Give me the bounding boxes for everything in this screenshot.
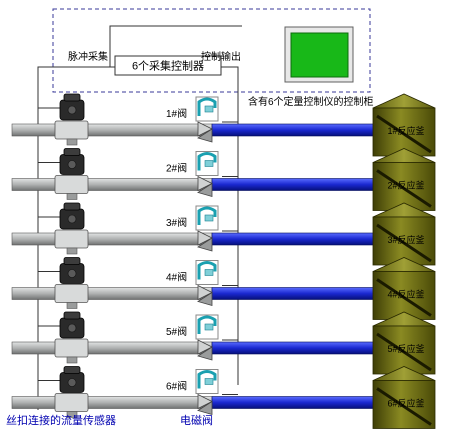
valve-body: [197, 393, 213, 410]
grey-pipe: [11, 232, 213, 246]
valve-caption: 电磁阀: [180, 413, 213, 427]
grey-pipe: [11, 178, 213, 191]
valve-body: [197, 121, 213, 137]
sensor-flange: [54, 393, 89, 412]
valve-label: 1#阀: [166, 107, 187, 120]
process-row: 5#阀 5#反应釜: [11, 311, 436, 375]
sensor-dial: [67, 214, 77, 224]
controller-label: 6个采集控制器: [132, 59, 204, 73]
valve-body: [197, 175, 213, 192]
tank-ladder: [376, 278, 432, 317]
sensor-base: [66, 138, 78, 146]
tank-label: 5#反应釜: [387, 343, 424, 354]
valve-label: 4#阀: [166, 271, 187, 284]
valve-flange: [197, 182, 213, 198]
solenoid-core: [204, 160, 214, 167]
tank-label: 4#反应釜: [387, 289, 424, 300]
blue-pipe: [211, 341, 388, 355]
valve-label: 6#阀: [166, 380, 187, 393]
valve-flange: [197, 400, 213, 416]
process-row: 1#阀 1#反应釜: [11, 93, 436, 157]
sensor-cap: [63, 257, 81, 265]
solenoid-core: [204, 323, 214, 331]
solenoid-core: [204, 269, 214, 276]
grey-pipe: [11, 123, 213, 137]
solenoid-valve-icon: [197, 97, 217, 116]
sensor-base: [66, 247, 78, 255]
tank-label: 3#反应釜: [387, 234, 424, 245]
valve-flange: [197, 291, 213, 307]
sensor-cap: [63, 93, 81, 102]
process-rows: 1#阀 1#反应釜 2#阀 2#反应釜 3#阀 3#反应釜 4#阀 4#反应釜 5#阀 5#反应釜…: [11, 93, 436, 429]
solenoid-valve-icon: [197, 152, 217, 171]
valve-body: [197, 339, 213, 355]
blue-pipe: [211, 396, 388, 409]
solenoid-core: [204, 105, 214, 113]
valve-label: 2#阀: [166, 162, 187, 175]
process-row: 4#阀 4#反应釜: [11, 257, 436, 320]
tank-ladder: [376, 114, 432, 154]
sensor-cap: [63, 311, 81, 320]
sensor-dial: [67, 378, 77, 387]
tank-ladder: [376, 332, 432, 372]
sensor-flange: [54, 175, 89, 194]
sensor-flange: [54, 338, 89, 358]
pulse-collect-label: 脉冲采集: [68, 50, 108, 63]
solenoid-valve-icon: [197, 206, 217, 225]
sensor-flange: [54, 229, 89, 249]
sensor-flange: [54, 284, 89, 303]
control-cabinet-border: [52, 8, 371, 93]
blue-pipe: [211, 123, 388, 137]
valve-body: [197, 230, 213, 246]
sensor-base: [66, 193, 78, 200]
sensor-dial: [67, 323, 77, 333]
tank-label: 1#反应釜: [387, 125, 424, 136]
grey-pipe: [11, 287, 213, 300]
grey-pipe: [11, 396, 213, 409]
sensor-cap: [63, 148, 81, 156]
solenoid-core: [204, 214, 214, 222]
sensor-base: [66, 302, 78, 309]
solenoid-valve-icon: [197, 315, 217, 334]
sensor-caption: 丝扣连接的流量传感器: [6, 413, 116, 427]
process-row: 6#阀 6#反应釜: [11, 366, 436, 429]
tank-ladder: [376, 387, 432, 426]
tank-label: 6#反应釜: [387, 398, 424, 409]
blue-pipe: [211, 178, 388, 191]
tank-ladder: [376, 169, 432, 208]
solenoid-core: [204, 378, 214, 385]
process-row: 3#阀 3#反应釜: [11, 202, 436, 266]
valve-body: [197, 284, 213, 301]
tank-label: 2#反应釜: [387, 180, 424, 191]
valve-flange: [197, 237, 213, 252]
green-screen-icon: [290, 32, 349, 78]
sensor-base: [66, 411, 78, 418]
valve-flange: [197, 128, 213, 143]
sensor-cap: [63, 366, 81, 374]
process-row: 2#阀 2#反应釜: [11, 148, 436, 211]
blue-pipe: [211, 287, 388, 300]
control-output-label: 控制输出: [201, 50, 241, 63]
tank-ladder: [376, 223, 432, 263]
sensor-cap: [63, 202, 81, 211]
blue-pipe: [211, 232, 388, 246]
sensor-dial: [67, 105, 77, 115]
solenoid-valve-icon: [197, 370, 217, 389]
tank-roof: [372, 93, 436, 109]
valve-label: 5#阀: [166, 325, 187, 338]
valve-label: 3#阀: [166, 216, 187, 229]
sensor-flange: [54, 120, 89, 140]
sensor-dial: [67, 160, 77, 169]
collector-controller-box: [114, 55, 222, 76]
valve-flange: [197, 346, 213, 361]
cabinet-label: 含有6个定量控制仪的控制柜: [248, 95, 374, 108]
sensor-dial: [67, 269, 77, 278]
solenoid-valve-icon: [197, 261, 217, 280]
sensor-base: [66, 356, 78, 364]
grey-pipe: [11, 341, 213, 355]
